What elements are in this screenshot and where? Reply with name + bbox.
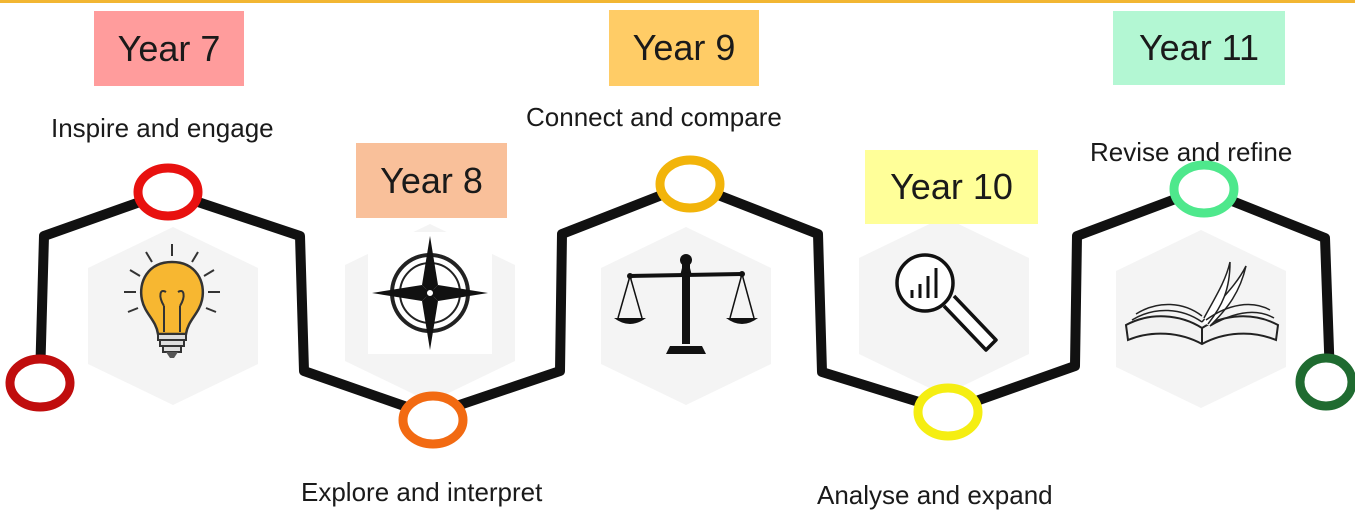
milestone-ring-year-8 xyxy=(398,391,468,449)
milestone-ring-year-10 xyxy=(913,383,983,441)
milestone-ring-year-11 xyxy=(1169,160,1239,218)
endpoint-ring-end xyxy=(1295,353,1355,411)
compass-icon xyxy=(368,232,492,354)
endpoint-ring-start xyxy=(5,354,75,412)
year-9-caption: Connect and compare xyxy=(526,102,782,132)
top-accent-line xyxy=(0,0,1355,3)
lightbulb-icon xyxy=(124,244,220,358)
year-7-label: Year 7 xyxy=(94,11,244,86)
year-10-caption: Analyse and expand xyxy=(817,480,1053,510)
magnifier-chart-icon xyxy=(895,253,998,352)
year-9-label: Year 9 xyxy=(609,10,759,86)
milestone-ring-year-7 xyxy=(133,163,203,221)
year-10-label: Year 10 xyxy=(865,150,1038,224)
year-8-label: Year 8 xyxy=(356,143,507,218)
year-11-caption: Revise and refine xyxy=(1090,137,1293,167)
milestone-ring-year-9 xyxy=(655,155,725,213)
year-8-caption: Explore and interpret xyxy=(301,477,543,507)
scales-icon xyxy=(614,254,758,354)
year-7-caption: Inspire and engage xyxy=(51,113,274,143)
open-book-icon xyxy=(1124,261,1280,346)
year-11-label: Year 11 xyxy=(1113,11,1285,85)
